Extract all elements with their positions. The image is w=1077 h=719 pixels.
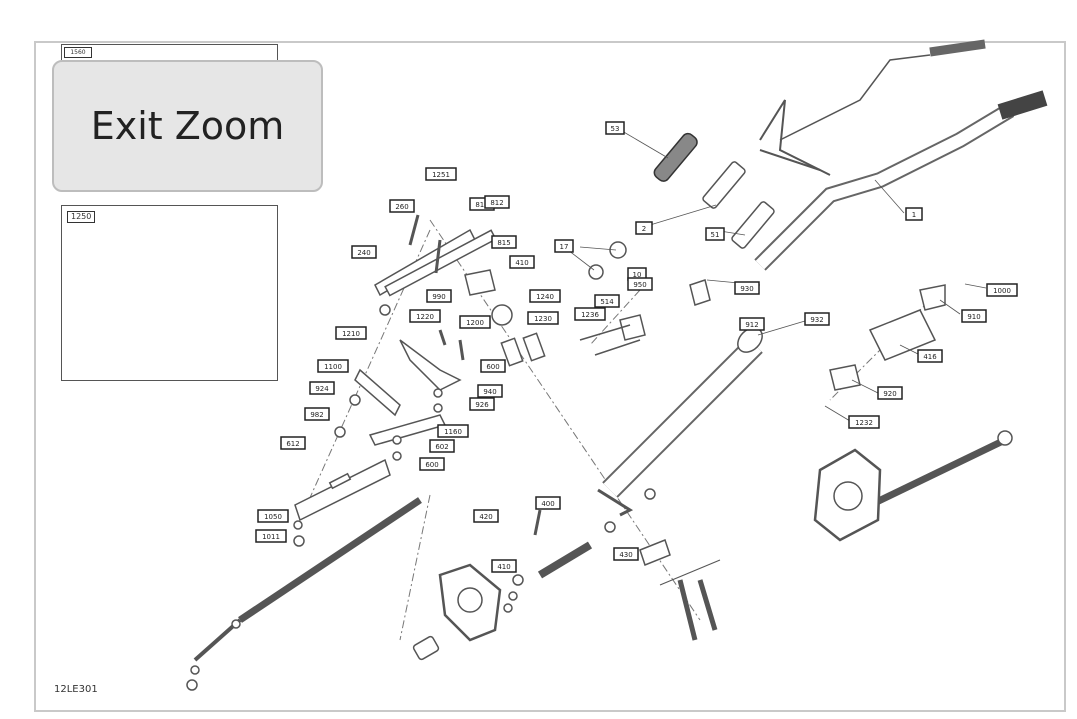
part-callout: 1160 xyxy=(437,424,469,438)
part-callout-label: 818 xyxy=(475,201,488,209)
part-callout-label: 1251 xyxy=(432,171,450,179)
part-callout: 1 xyxy=(905,207,923,221)
part-callout-label: 430 xyxy=(619,551,632,559)
part-callout-label: 600 xyxy=(425,461,438,469)
part-callout-label: 932 xyxy=(810,316,823,324)
part-callout-label: 924 xyxy=(315,385,329,393)
part-callout: 912 xyxy=(739,317,765,331)
part-callout: 1050 xyxy=(257,509,289,523)
part-callout-label: 1220 xyxy=(416,313,434,321)
part-callout-label: 912 xyxy=(745,321,758,329)
part-callout-label: 420 xyxy=(479,513,492,521)
part-callout: 602 xyxy=(429,439,455,453)
part-callout: 982 xyxy=(304,407,330,421)
part-callout-label: 1230 xyxy=(534,315,552,323)
part-callout: 410 xyxy=(509,255,535,269)
part-callout: 815 xyxy=(491,235,517,249)
part-callout-label: 1 xyxy=(912,211,916,219)
part-callout-label: 416 xyxy=(923,353,937,361)
part-callout: 1210 xyxy=(335,326,367,340)
part-callout-label: 17 xyxy=(560,243,569,251)
part-callout: 940 xyxy=(477,384,503,398)
part-callout: 932 xyxy=(804,312,830,326)
part-callout-label: 514 xyxy=(600,298,614,306)
part-callout-label: 1050 xyxy=(264,513,282,521)
part-callout: 17 xyxy=(554,239,574,253)
part-callout: 400 xyxy=(535,496,561,510)
part-callout-label: 260 xyxy=(395,203,408,211)
part-callout-label: 1240 xyxy=(536,293,554,301)
part-callout-label: 812 xyxy=(490,199,503,207)
part-callout-label: 1011 xyxy=(262,533,280,541)
part-callout: 812 xyxy=(484,195,510,209)
part-callout: 1232 xyxy=(848,415,880,429)
part-callout-label: 600 xyxy=(486,363,499,371)
diagram-code: 12LE301 xyxy=(54,684,98,695)
part-callout: 410 xyxy=(491,559,517,573)
part-callout-label: 1000 xyxy=(993,287,1011,295)
inset-part-label: 1250 xyxy=(67,211,96,223)
part-callout: 1100 xyxy=(317,359,349,373)
part-callout: 924 xyxy=(309,381,335,395)
part-callout: 612 xyxy=(280,436,306,450)
part-callout-label: 950 xyxy=(633,281,646,289)
part-callout-label: 940 xyxy=(483,388,496,396)
part-callout-label: 1160 xyxy=(444,428,462,436)
part-callout-label: 815 xyxy=(497,239,510,247)
detail-inset: 1250 xyxy=(61,205,278,381)
part-callout: 1251 xyxy=(425,167,457,181)
part-callout: 600 xyxy=(419,457,445,471)
part-callout-label: 400 xyxy=(541,500,554,508)
part-callout: 920 xyxy=(877,386,903,400)
part-callout: 51 xyxy=(705,227,725,241)
part-callout-label: 982 xyxy=(310,411,323,419)
part-callout-label: 1100 xyxy=(324,363,342,371)
part-callout-label: 910 xyxy=(967,313,980,321)
part-callout: 1230 xyxy=(527,311,559,325)
part-callout-label: 410 xyxy=(497,563,510,571)
part-callout: 926 xyxy=(469,397,495,411)
part-callout-label: 53 xyxy=(611,125,620,133)
part-callout-label: 410 xyxy=(515,259,528,267)
exit-zoom-button[interactable]: Exit Zoom xyxy=(52,60,323,192)
part-callout-label: 990 xyxy=(432,293,445,301)
part-callout: 950 xyxy=(627,277,653,291)
part-callout: 910 xyxy=(961,309,987,323)
upper-inset-label: 1560 xyxy=(64,47,92,58)
part-callout: 430 xyxy=(613,547,639,561)
part-callout: 990 xyxy=(426,289,452,303)
upper-inset-frame: 1560 xyxy=(61,44,278,60)
part-callout: 1240 xyxy=(529,289,561,303)
part-callout-label: 240 xyxy=(357,249,370,257)
part-callout-label: 926 xyxy=(475,401,489,409)
part-callout: 1220 xyxy=(409,309,441,323)
part-callout-label: 612 xyxy=(286,440,299,448)
part-callout: 420 xyxy=(473,509,499,523)
part-callout: 240 xyxy=(351,245,377,259)
part-callout-label: 920 xyxy=(883,390,896,398)
part-callout: 1200 xyxy=(459,315,491,329)
part-callout: 1236 xyxy=(574,307,606,321)
part-callout: 416 xyxy=(917,349,943,363)
part-callout-label: 1210 xyxy=(342,330,360,338)
part-callout: 1000 xyxy=(986,283,1018,297)
part-callout: 600 xyxy=(480,359,506,373)
part-callout-label: 930 xyxy=(740,285,753,293)
part-callout-label: 2 xyxy=(642,225,646,233)
part-callout: 930 xyxy=(734,281,760,295)
part-callout-label: 51 xyxy=(711,231,720,239)
part-callout-label: 602 xyxy=(435,443,448,451)
part-callout: 53 xyxy=(605,121,625,135)
part-callout: 514 xyxy=(594,294,620,308)
part-callout-label: 10 xyxy=(633,271,642,279)
part-callout-label: 1236 xyxy=(581,311,599,319)
part-callout-label: 1232 xyxy=(855,419,873,427)
part-callout: 2 xyxy=(635,221,653,235)
part-callout: 260 xyxy=(389,199,415,213)
part-callout: 1011 xyxy=(255,529,287,543)
part-callout-label: 1200 xyxy=(466,319,484,327)
